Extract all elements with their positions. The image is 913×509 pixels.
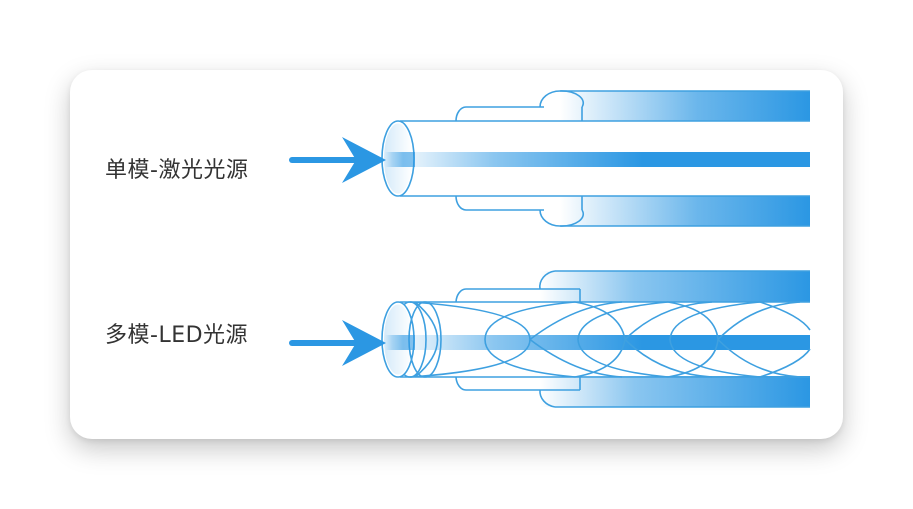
multi-mode-fiber bbox=[289, 270, 811, 408]
multi-ray-2 bbox=[529, 301, 623, 341]
single-mode-fiber bbox=[289, 90, 810, 227]
multi-input-arrow bbox=[289, 320, 386, 366]
single-core-beam bbox=[390, 152, 810, 167]
single-input-arrow bbox=[289, 137, 386, 183]
single-cladding-bottom-band bbox=[560, 196, 810, 226]
multi-mode-label: 多模-LED光源 bbox=[105, 323, 249, 348]
multi-cladding-top-band bbox=[540, 271, 810, 302]
multi-core-beam bbox=[390, 335, 810, 350]
multi-ray-1 bbox=[414, 301, 439, 378]
single-cladding-top-band bbox=[560, 91, 810, 121]
multi-cladding-bottom-band bbox=[540, 376, 810, 407]
single-mode-label: 单模-激光光源 bbox=[105, 158, 249, 183]
